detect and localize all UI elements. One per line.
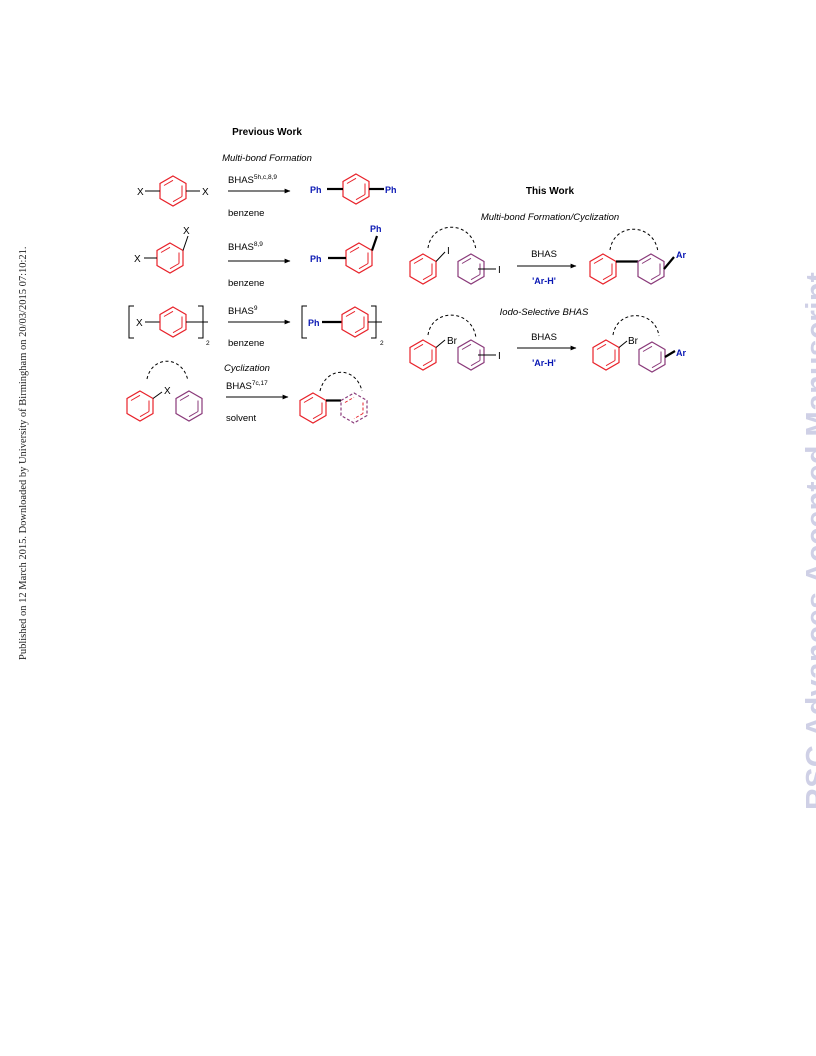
this-work-title: This Work bbox=[526, 186, 575, 197]
benzene-ring bbox=[457, 339, 485, 371]
phenyl-label: Ph bbox=[310, 185, 322, 195]
solvent-label: benzene bbox=[228, 278, 264, 289]
phenyl-label: Ph bbox=[308, 318, 320, 328]
row1-conditions: BHAS5h,c,8,9 benzene bbox=[228, 174, 291, 219]
multi-cycl-label: Multi-bond Formation/Cyclization bbox=[481, 212, 619, 223]
halogen-label: X bbox=[136, 318, 143, 329]
row1-product: Ph Ph bbox=[310, 173, 397, 205]
tw1-reactant: I I bbox=[409, 226, 501, 285]
iodo-selective-label: Iodo-Selective BHAS bbox=[500, 307, 589, 318]
row4-conditions: BHAS7c,17 solvent bbox=[226, 380, 289, 424]
repeat-subscript: 2 bbox=[206, 340, 210, 347]
row3-product: Ph 2 bbox=[301, 305, 384, 347]
tw1-conditions: BHAS 'Ar-H' bbox=[517, 249, 577, 286]
bromo-label: Br bbox=[447, 336, 458, 347]
multi-bond-label: Multi-bond Formation bbox=[222, 153, 312, 164]
repeat-subscript: 2 bbox=[380, 340, 384, 347]
tw2-reactant: Br I bbox=[409, 314, 501, 371]
reagent-label: BHAS8,9 bbox=[228, 241, 263, 253]
row4-product bbox=[299, 371, 368, 424]
halogen-label: X bbox=[134, 254, 141, 265]
halogen-label: X bbox=[164, 386, 171, 397]
reagent-label: BHAS7c,17 bbox=[226, 380, 268, 392]
row1-reactant: X X bbox=[137, 175, 209, 207]
iodo-label: I bbox=[447, 246, 450, 257]
bromo-label: Br bbox=[628, 336, 639, 347]
row4-reactant: X bbox=[126, 360, 203, 422]
halogen-label: X bbox=[183, 226, 190, 237]
phenyl-label: Ph bbox=[310, 254, 322, 264]
phenyl-label: Ph bbox=[370, 224, 382, 234]
halogen-label: X bbox=[202, 187, 209, 198]
solvent-label: benzene bbox=[228, 208, 264, 219]
dashed-ring bbox=[340, 392, 368, 424]
benzene-ring bbox=[637, 253, 665, 285]
row2-conditions: BHAS8,9 benzene bbox=[228, 241, 291, 289]
reagent-label: BHAS bbox=[531, 249, 557, 260]
benzene-ring bbox=[159, 306, 187, 338]
tw2-conditions: BHAS 'Ar-H' bbox=[517, 332, 577, 368]
arene-label: 'Ar-H' bbox=[532, 276, 556, 286]
solvent-label: solvent bbox=[226, 413, 256, 424]
iodo-label: I bbox=[498, 265, 501, 276]
halogen-label: X bbox=[137, 187, 144, 198]
benzene-ring bbox=[341, 306, 369, 338]
tw2-product: Br Ar bbox=[592, 315, 686, 373]
row3-conditions: BHAS9 benzene bbox=[228, 305, 291, 349]
aryl-label: Ar bbox=[676, 250, 686, 260]
benzene-ring bbox=[159, 175, 187, 207]
solvent-label: benzene bbox=[228, 338, 264, 349]
benzene-ring bbox=[638, 341, 666, 373]
benzene-ring bbox=[457, 253, 485, 285]
tw1-product: Ar bbox=[589, 228, 686, 285]
row2-product: Ph Ph bbox=[310, 224, 382, 274]
cyclization-label: Cyclization bbox=[224, 363, 270, 374]
arene-label: 'Ar-H' bbox=[532, 358, 556, 368]
reagent-label: BHAS5h,c,8,9 bbox=[228, 174, 277, 186]
phenyl-label: Ph bbox=[385, 185, 397, 195]
iodo-label: I bbox=[498, 351, 501, 362]
previous-work-title: Previous Work bbox=[232, 127, 302, 138]
reagent-label: BHAS9 bbox=[228, 305, 258, 317]
row3-reactant: X 2 bbox=[128, 305, 210, 347]
benzene-ring bbox=[342, 173, 370, 205]
row2-reactant: X X bbox=[134, 226, 190, 274]
aryl-label: Ar bbox=[676, 348, 686, 358]
benzene-ring bbox=[175, 390, 203, 422]
reagent-label: BHAS bbox=[531, 332, 557, 343]
